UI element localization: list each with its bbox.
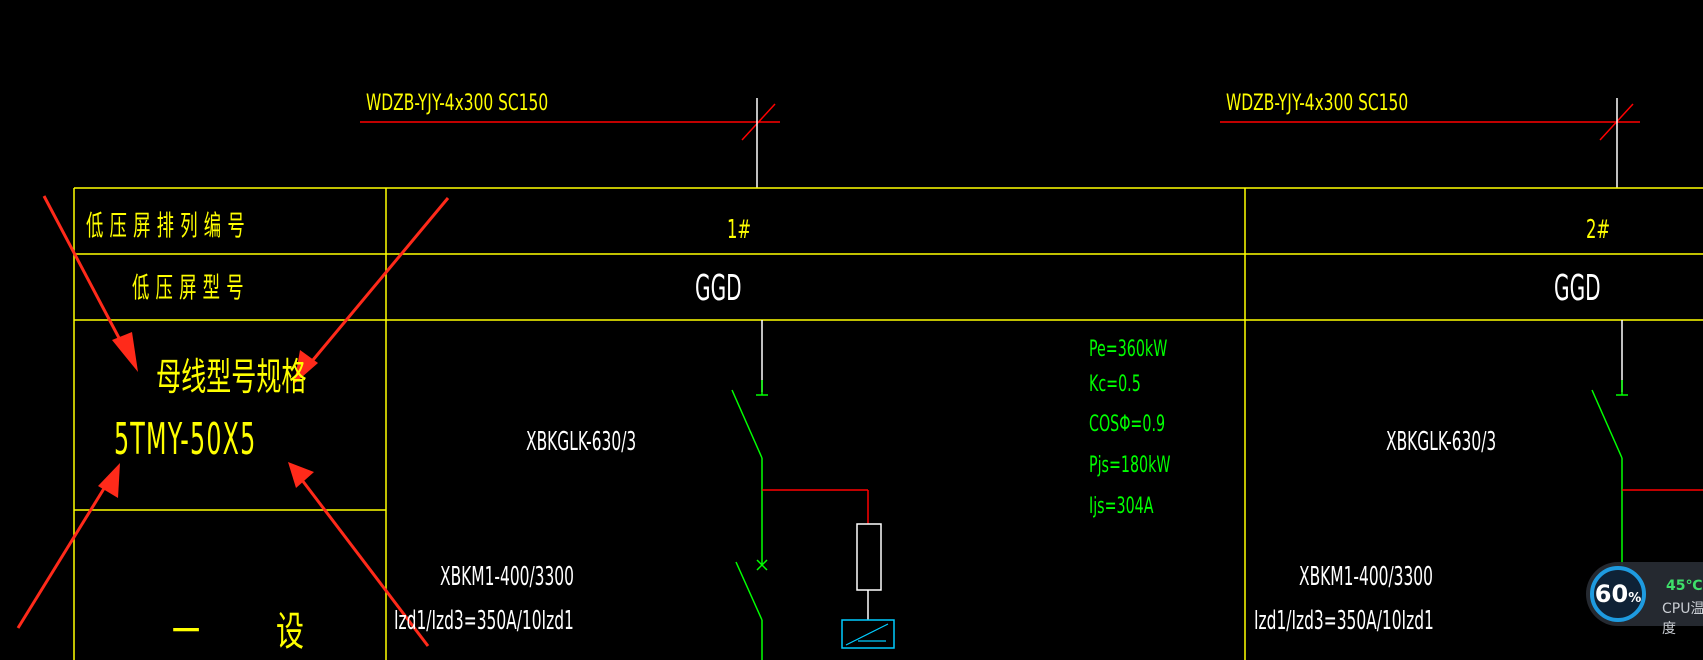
busbar-spec: 5TMY-50X5 (114, 414, 257, 465)
panel2-switch-blade (1591, 389, 1623, 459)
panel1-breaker-blade (735, 561, 763, 621)
arrow-bottom-left-head (98, 463, 120, 498)
cpu-temperature: 45℃ (1666, 578, 1703, 594)
cpu-usage-gauge[interactable]: 60% (1590, 566, 1646, 622)
panel1-trip-setting: Izd1/Izd3=350A/10Izd1 (394, 606, 574, 636)
bottom-left-char-1: 一 (172, 609, 200, 655)
panel1-breaker: XBKM1-400/3300 (440, 562, 574, 592)
arrow-bottom-right-head (288, 462, 314, 488)
row-header-arrangement-no: 低压屏排列编号 (86, 209, 251, 242)
panel2-trip-setting: Izd1/Izd3=350A/10Izd1 (1254, 606, 1434, 636)
arrow-top-right-head (294, 350, 318, 384)
panel1-surge-protector (856, 523, 882, 591)
panel2-main-switch: XBKGLK-630/3 (1386, 427, 1497, 457)
panel1-number: 1# (727, 215, 752, 245)
busbar-title: 母线型号规格 (156, 355, 307, 399)
panel1-calc-cos: COSΦ=0.9 (1089, 412, 1166, 437)
panel1-switch-blade (731, 389, 763, 459)
arrow-top-right (306, 197, 450, 367)
annotation-arrows (16, 195, 450, 647)
panel1-main-switch: XBKGLK-630/3 (526, 427, 637, 457)
row-header-panel-model: 低压屏型号 (132, 271, 250, 304)
cable-label-2: WDZB-YJY-4x300 SC150 (1226, 91, 1409, 116)
cable-tick-1 (741, 103, 776, 141)
bottom-left-char-2: 设 (276, 609, 304, 655)
cpu-monitor-widget[interactable]: 60% 45℃ CPU温度 (1586, 562, 1703, 637)
panel2-type: GGD (1554, 268, 1601, 309)
cpu-temperature-label: CPU温度 (1662, 601, 1703, 637)
panel1-ground-box-diag (845, 623, 889, 646)
panel1-calc-pjs: Pjs=180kW (1089, 453, 1171, 478)
arrow-top-left (42, 195, 130, 356)
panel1-breaker-x-b (756, 559, 768, 571)
arrow-top-left-head (112, 332, 138, 372)
panel2-number: 2# (1586, 215, 1611, 245)
panel1-type: GGD (695, 268, 742, 309)
cable-label-1: WDZB-YJY-4x300 SC150 (366, 91, 549, 116)
panel1-calc-ijs: Ijs=304A (1089, 494, 1154, 519)
panel1-calc-pe: Pe=360kW (1089, 337, 1168, 362)
arrow-bottom-right (300, 479, 430, 647)
panel2-breaker: XBKM1-400/3300 (1299, 562, 1433, 592)
cpu-usage-value: 60 (1594, 580, 1629, 608)
panel1-ground-box (841, 619, 895, 649)
cpu-usage-percent-sign: % (1628, 590, 1642, 606)
arrow-bottom-left (16, 481, 110, 629)
panel1-calc-kc: Kc=0.5 (1089, 372, 1141, 397)
